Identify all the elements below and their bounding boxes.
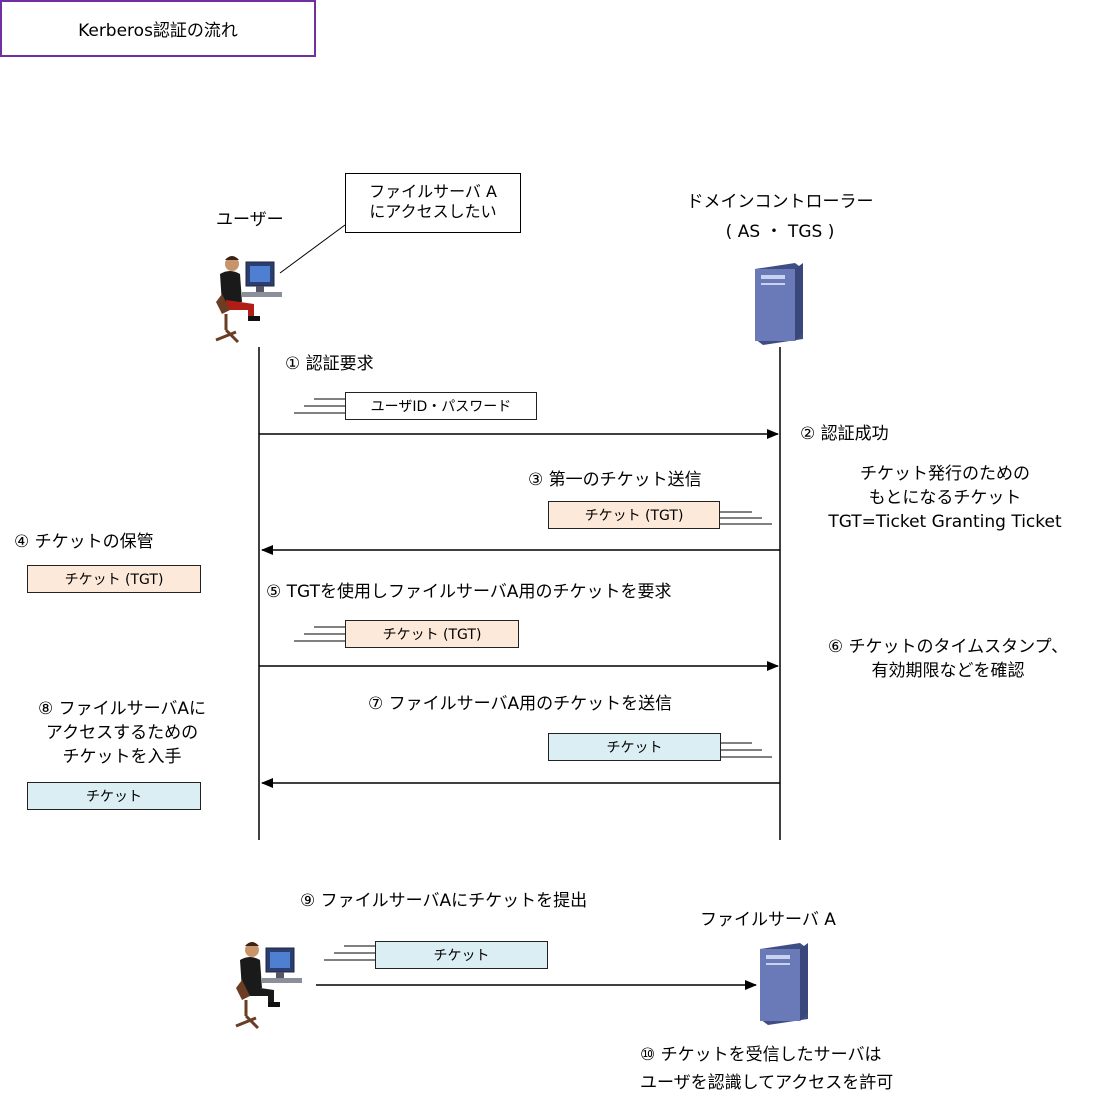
- file-server-label: ファイルサーバ A: [700, 910, 836, 930]
- user-label: ユーザー: [216, 210, 284, 230]
- tgt-description-line-1: チケット発行のための: [860, 464, 1030, 484]
- step-9-label: ⑨ ファイルサーバAにチケットを提出: [300, 891, 588, 911]
- speed-lines-ticket-9: [324, 945, 375, 961]
- packet-userid-password: ユーザID・パスワード: [345, 392, 537, 420]
- callout-line-1: ファイルサーバ A: [369, 182, 497, 201]
- step-10-line-1: ⑩ チケットを受信したサーバは: [640, 1045, 882, 1065]
- speed-lines-ticket-7: [721, 742, 772, 758]
- file-server-icon: [760, 943, 808, 1025]
- step-8-line-1: ⑧ ファイルサーバAに: [37, 699, 207, 719]
- tgt-description-line-3: TGT=Ticket Granting Ticket: [828, 512, 1062, 532]
- step-10-label: ⑩ チケットを受信したサーバは ユーザを認識してアクセスを許可: [640, 1043, 893, 1095]
- domain-controller-server-icon: [755, 263, 803, 345]
- step-6-label: ⑥ チケットのタイムスタンプ、 有効期限などを確認: [796, 635, 1100, 683]
- domain-controller-label: ドメインコントローラー ( AS ・ TGS ): [640, 190, 920, 244]
- tgt-description-line-2: もとになるチケット: [868, 488, 1022, 508]
- packet-ticket-step9: チケット: [375, 941, 548, 969]
- packet-ticket-step7: チケット: [548, 733, 721, 761]
- step-6-line-1: ⑥ チケットのタイムスタンプ、: [827, 637, 1069, 657]
- speed-lines-tgt-3: [720, 511, 772, 525]
- step-8-label: ⑧ ファイルサーバAに アクセスするための チケットを入手: [4, 697, 240, 769]
- dc-label-line-2: ( AS ・ TGS ): [725, 222, 835, 242]
- step-7-label: ⑦ ファイルサーバA用のチケットを送信: [368, 694, 673, 714]
- step-1-label: ① 認証要求: [285, 354, 374, 374]
- user-computer-icon-bottom: [235, 942, 302, 1030]
- packet-tgt-step5: チケット (TGT): [345, 620, 519, 648]
- callout-line-2: にアクセスしたい: [369, 202, 497, 221]
- packet-tgt-step3: チケット (TGT): [548, 501, 720, 529]
- step-2-label: ② 認証成功: [800, 424, 889, 444]
- dc-label-line-1: ドメインコントローラー: [686, 192, 874, 212]
- step-10-line-2: ユーザを認識してアクセスを許可: [640, 1073, 894, 1093]
- user-thought-callout: ファイルサーバ A にアクセスしたい: [345, 173, 521, 233]
- callout-pointer: [279, 224, 346, 274]
- step-8-line-2: アクセスするための: [45, 723, 199, 743]
- obtained-ticket: チケット: [27, 782, 201, 810]
- stored-tgt: チケット (TGT): [27, 565, 201, 593]
- step-8-line-3: チケットを入手: [62, 747, 182, 767]
- step-4-label: ④ チケットの保管: [14, 532, 154, 552]
- step-6-line-2: 有効期限などを確認: [871, 661, 1025, 681]
- diagram-title: Kerberos認証の流れ: [0, 0, 316, 57]
- step-5-label: ⑤ TGTを使用しファイルサーバA用のチケットを要求: [266, 582, 672, 602]
- tgt-description: チケット発行のための もとになるチケット TGT=Ticket Granting…: [790, 462, 1100, 534]
- step-3-label: ③ 第一のチケット送信: [528, 470, 702, 490]
- speed-lines-userid: [294, 398, 345, 414]
- user-computer-icon: [215, 256, 282, 344]
- speed-lines-tgt-5: [294, 626, 345, 642]
